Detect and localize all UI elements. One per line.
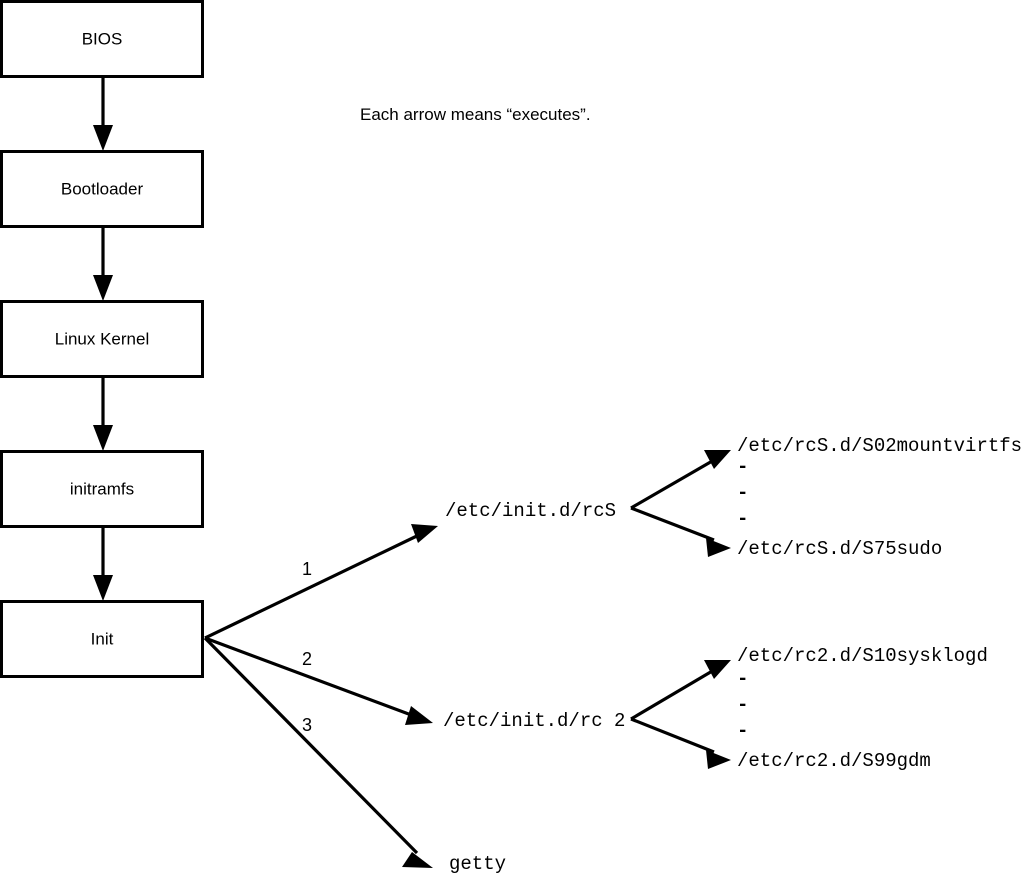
rcs-child-first-label: /etc/rcS.d/S02mountvirtfs (737, 435, 1022, 457)
initramfs-label: initramfs (70, 479, 134, 498)
node-bootloader: Bootloader (0, 150, 204, 228)
arrow-bootloader-to-kernel (93, 227, 113, 301)
branch-getty-label: getty (449, 853, 506, 875)
rcs-ellipsis-dot-2: - (737, 482, 748, 504)
node-initramfs: initramfs (0, 450, 204, 528)
bios-label: BIOS (82, 29, 123, 48)
linux-kernel-box (0, 300, 204, 378)
rcs-ellipsis-dot-3: - (737, 508, 748, 530)
diagram-caption: Each arrow means “executes”. (360, 105, 591, 124)
arrow-kernel-to-initramfs (93, 377, 113, 451)
node-init: Init (0, 600, 204, 678)
arrow-rcs-to-last (630, 506, 731, 557)
node-bios: BIOS (0, 0, 204, 78)
rcs-ellipsis-dot-1: - (737, 456, 748, 478)
rc2-child-first-label: /etc/rc2.d/S10sysklogd (737, 645, 988, 667)
edge-number-1: 1 (302, 559, 312, 579)
initramfs-box (0, 450, 204, 528)
edge-number-3: 3 (302, 715, 312, 735)
arrow-rc2-to-last (630, 717, 731, 769)
node-linux-kernel: Linux Kernel (0, 300, 204, 378)
init-box (0, 600, 204, 678)
edge-number-2: 2 (302, 649, 312, 669)
linux-kernel-label: Linux Kernel (55, 329, 150, 348)
rc2-ellipsis-dot-3: - (737, 720, 748, 742)
init-label: Init (91, 629, 114, 648)
bootloader-box (0, 150, 204, 228)
arrow-rc2-to-first (630, 660, 731, 721)
bios-box (0, 0, 204, 78)
arrow-rcs-to-first (630, 450, 731, 510)
rc2-ellipsis-dot-1: - (737, 668, 748, 690)
rc2-child-last-label: /etc/rc2.d/S99gdm (737, 750, 931, 772)
rcs-child-last-label: /etc/rcS.d/S75sudo (737, 538, 942, 560)
arrow-init-to-rcs (204, 524, 438, 640)
branch-rcs-label: /etc/init.d/rcS (445, 500, 616, 522)
rc2-ellipsis-dot-2: - (737, 694, 748, 716)
arrow-bios-to-bootloader (93, 77, 113, 151)
arrow-init-to-rc2 (204, 636, 433, 725)
bootloader-label: Bootloader (61, 179, 144, 198)
branch-rc2-label: /etc/init.d/rc 2 (443, 710, 625, 732)
arrow-initramfs-to-init (93, 527, 113, 601)
arrow-init-to-getty (203, 636, 433, 868)
